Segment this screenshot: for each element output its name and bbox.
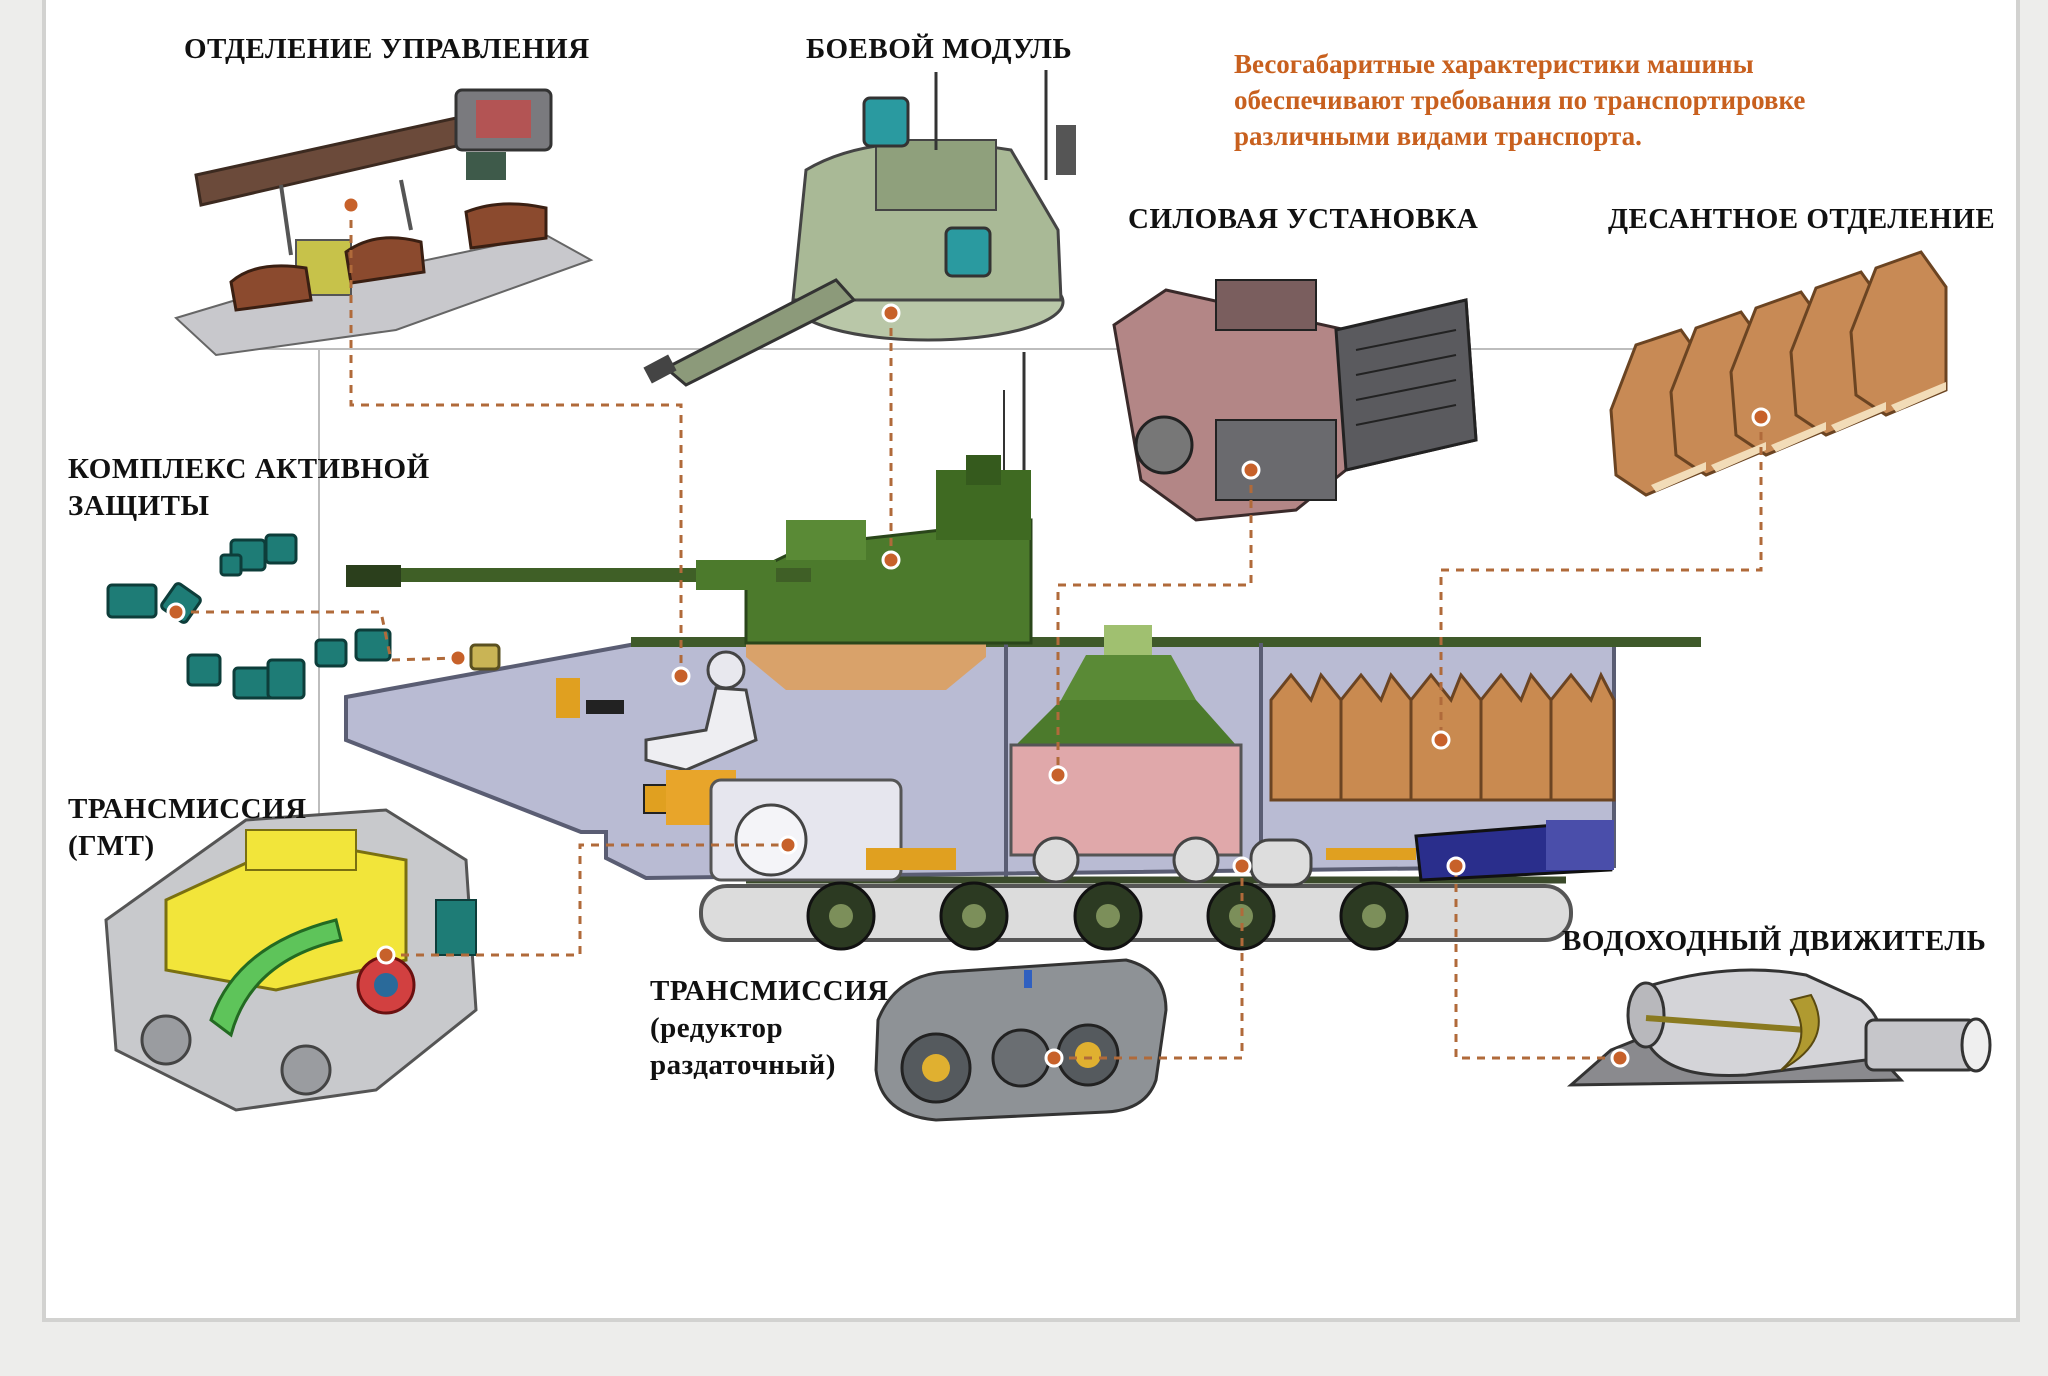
hull-troop-seats: [1269, 671, 1616, 802]
rear-ramp: [1621, 637, 1701, 647]
ifv-cutaway-icon: [344, 352, 1701, 951]
transfer-gearbox-icon: [874, 958, 1168, 1122]
label-troop-compartment: ДЕСАНТНОЕ ОТДЕЛЕНИЕ: [1608, 203, 1996, 235]
active-protection-sensors-icon: [106, 533, 501, 700]
hydromechanical-transmission-icon: [104, 808, 478, 1112]
label-transmission-gearbox-line2: (редуктор: [650, 1012, 784, 1044]
label-control-compartment: ОТДЕЛЕНИЕ УПРАВЛЕНИЯ: [184, 33, 590, 65]
hull-turret: [346, 352, 1033, 690]
turret-module-icon: [643, 70, 1076, 387]
label-transmission-gmt-line1: ТРАНСМИССИЯ: [68, 793, 307, 825]
label-power-unit: СИЛОВАЯ УСТАНОВКА: [1128, 203, 1479, 235]
transport-note: Весогабаритные характеристики машины обе…: [1234, 49, 1806, 151]
label-aps-line2: ЗАЩИТЫ: [68, 490, 210, 522]
label-transmission-gearbox-line1: ТРАНСМИССИЯ: [650, 975, 889, 1007]
hull-transmission: [709, 778, 956, 882]
diagram-panel: ОТДЕЛЕНИЕ УПРАВЛЕНИЯ БОЕВОЙ МОДУЛЬ СИЛОВ…: [42, 0, 2020, 1322]
label-aps-line1: КОМПЛЕКС АКТИВНОЙ: [68, 453, 430, 485]
engine-block-icon: [1112, 279, 1478, 522]
water-jet-icon: [1566, 968, 1992, 1087]
label-water-propulsor: ВОДОХОДНЫЙ ДВИЖИТЕЛЬ: [1562, 925, 1987, 957]
leader-lines: [176, 205, 1763, 1060]
hull-power-pack: [1009, 625, 1313, 887]
anchor-dots: [166, 195, 1771, 1068]
control-compartment-assembly-icon: [174, 88, 594, 357]
diagram-drawing: [104, 70, 1992, 1122]
label-transmission-gmt-line2: (ГМТ): [68, 830, 155, 862]
label-combat-module: БОЕВОЙ МОДУЛЬ: [806, 33, 1073, 65]
troop-seats-icon: [1609, 250, 1948, 497]
label-transmission-gearbox-line3: раздаточный): [650, 1049, 836, 1081]
